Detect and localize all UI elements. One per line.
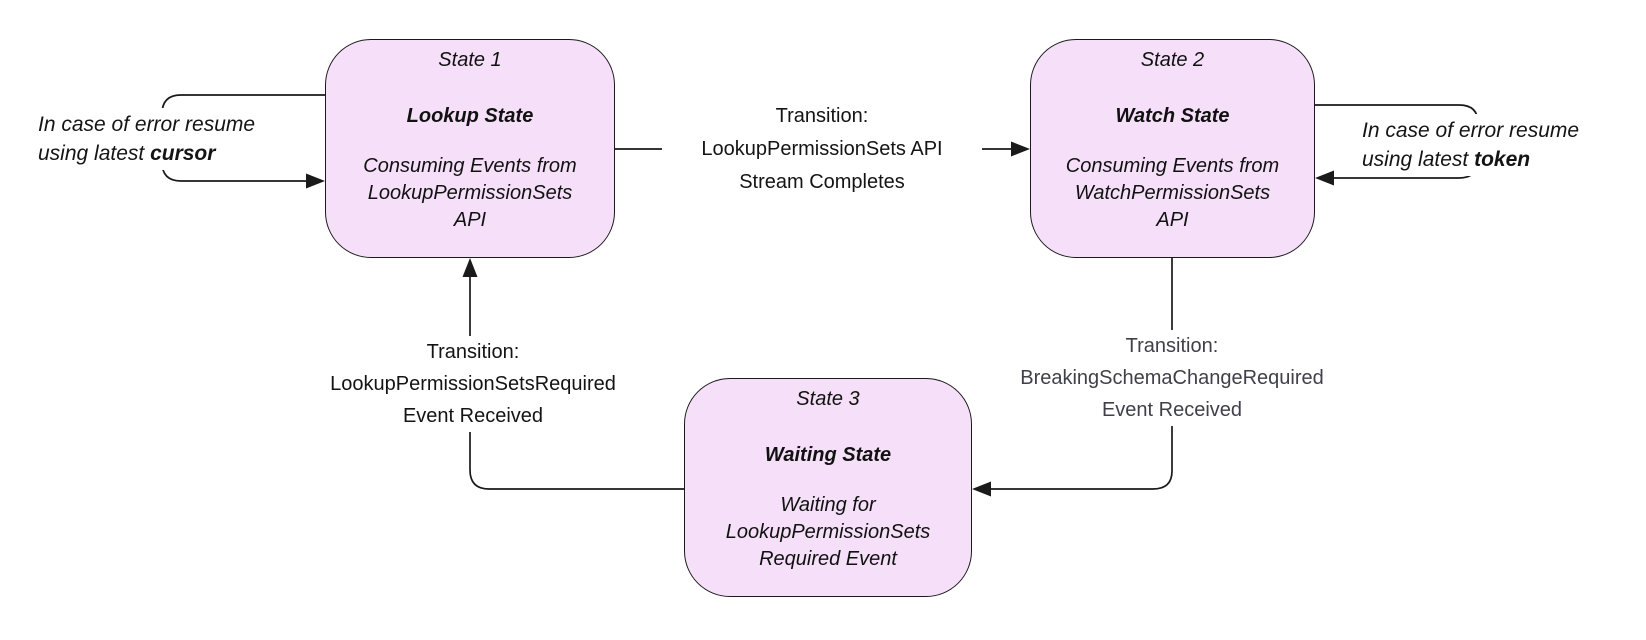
error-resume-line2-prefix: using latest xyxy=(1362,148,1475,171)
state-title: Waiting State xyxy=(764,444,892,466)
state-title: Lookup State xyxy=(406,105,534,127)
state-title: Watch State xyxy=(1115,105,1230,127)
transition-label-s3-to-s1: Transition: LookupPermissionSetsRequired… xyxy=(308,336,638,432)
error-resume-token-keyword: token xyxy=(1474,148,1531,171)
state-description: Consuming Events from LookupPermissionSe… xyxy=(363,155,577,231)
state-number: State 2 xyxy=(1140,49,1205,71)
error-resume-line2-prefix: using latest xyxy=(38,142,151,165)
error-resume-line2: using latest cursor xyxy=(38,139,255,168)
error-resume-token-label: In case of error resume using latest tok… xyxy=(1358,114,1584,176)
arrowhead-token-loop xyxy=(1315,170,1334,186)
state-description: Waiting for LookupPermissionSets Require… xyxy=(725,494,931,570)
transition-label-s2-to-s3: Transition: BreakingSchemaChangeRequired… xyxy=(1002,330,1342,426)
state-number: State 1 xyxy=(438,49,502,71)
arrowhead-s1-to-s2 xyxy=(1011,141,1030,157)
error-resume-line2: using latest token xyxy=(1362,145,1579,174)
error-resume-cursor-label: In case of error resume using latest cur… xyxy=(34,108,260,170)
arrowhead-s2-to-s3 xyxy=(972,481,991,497)
state-box-lookup: State 1 Lookup State Consuming Events fr… xyxy=(325,39,615,258)
error-resume-line1: In case of error resume xyxy=(1362,119,1580,142)
state-description: Consuming Events from WatchPermissionSet… xyxy=(1065,155,1280,231)
arrowhead-cursor-loop xyxy=(306,173,325,189)
error-resume-line1: In case of error resume xyxy=(38,113,256,136)
connector-s3-to-s1 xyxy=(469,269,684,490)
state-box-watch: State 2 Watch State Consuming Events fro… xyxy=(1030,39,1315,258)
arrowhead-s3-to-s1 xyxy=(462,258,478,277)
connector-s2-to-s3 xyxy=(991,258,1173,490)
state-number: State 3 xyxy=(796,388,860,410)
error-resume-cursor-keyword: cursor xyxy=(150,142,216,165)
transition-label-s1-to-s2: Transition: LookupPermissionSets API Str… xyxy=(662,100,982,199)
state-box-waiting: State 3 Waiting State Waiting for Lookup… xyxy=(684,378,972,597)
